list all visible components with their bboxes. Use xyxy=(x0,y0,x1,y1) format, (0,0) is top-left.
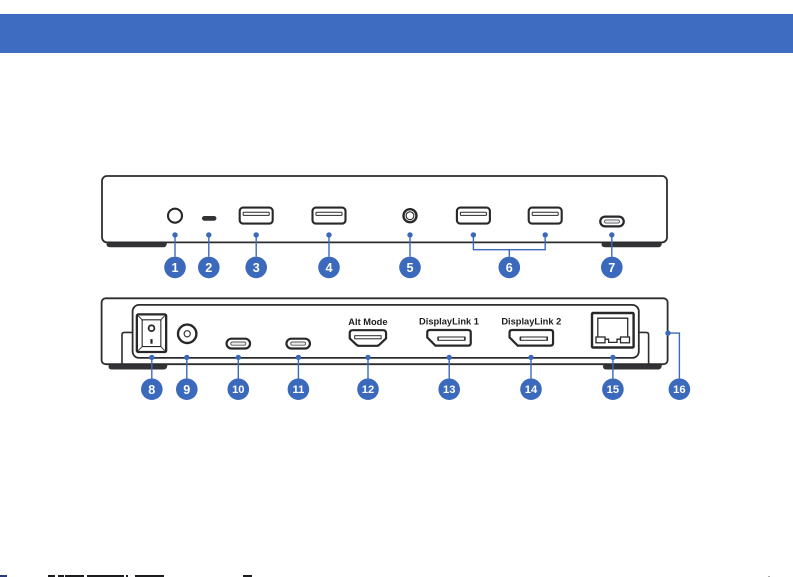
usb-c-port xyxy=(599,215,625,228)
case-ledge xyxy=(638,331,650,365)
callout-number: 16 xyxy=(673,384,685,396)
callout-number: 15 xyxy=(607,384,619,396)
callout-number: 4 xyxy=(325,261,332,275)
displayport-2: DisplayLink 2 xyxy=(501,317,561,347)
callout-13: 13 xyxy=(438,354,461,401)
callout-number: 14 xyxy=(525,384,538,396)
callout-number-badge xyxy=(141,378,163,401)
rubber-foot xyxy=(601,241,662,248)
callout-number: 3 xyxy=(253,261,260,275)
hdmi-port: Alt Mode xyxy=(348,317,388,347)
case-ledge xyxy=(121,331,133,365)
recessed-panel xyxy=(131,303,640,359)
callout-number: 8 xyxy=(148,383,155,397)
callout-number: 11 xyxy=(292,384,304,396)
clipped-text-fragment xyxy=(0,575,7,577)
usb-a-port-4 xyxy=(527,206,563,225)
header-bar xyxy=(0,14,793,53)
callout-bracket xyxy=(472,234,546,257)
callout-5: 5 xyxy=(399,232,421,279)
callout-6: 6 xyxy=(470,232,548,279)
callout-dot xyxy=(610,354,616,361)
callout-10: 10 xyxy=(227,354,250,401)
power-switch xyxy=(135,313,168,354)
callout-number-badge xyxy=(245,256,267,279)
dock-front-view: 1 2 3 4 5 6 7 xyxy=(101,175,668,279)
status-led xyxy=(201,216,217,221)
usb-a-port-2 xyxy=(311,206,347,225)
clipped-text-fragment xyxy=(768,575,770,577)
callout-1: 1 xyxy=(164,232,186,279)
port-label: DisplayLink 2 xyxy=(501,317,561,327)
callout-4: 4 xyxy=(318,232,340,279)
callout-9: 9 xyxy=(176,354,198,401)
callout-elbow xyxy=(668,332,681,379)
dc-power-input xyxy=(176,323,198,345)
callout-14: 14 xyxy=(520,354,542,401)
clipped-text-fragment xyxy=(120,575,125,577)
clipped-text-fragment xyxy=(58,575,64,577)
callout-number: 1 xyxy=(171,261,178,275)
clipped-text-fragment xyxy=(135,575,164,577)
callout-number-badge xyxy=(176,378,198,401)
callout-dot xyxy=(528,354,534,361)
callout-number-badge xyxy=(498,256,521,279)
callout-number: 12 xyxy=(362,384,374,396)
callout-number-badge xyxy=(227,378,250,401)
callout-dot xyxy=(184,354,190,361)
usb-a-port-1 xyxy=(238,206,274,225)
callout-number-badge xyxy=(601,256,623,279)
callout-number-badge xyxy=(318,256,340,279)
clipped-text-fragment xyxy=(87,575,120,577)
clipped-text-fragment xyxy=(47,575,55,577)
callout-number: 2 xyxy=(205,261,212,275)
callout-dot xyxy=(235,354,241,361)
power-button xyxy=(166,207,184,224)
callout-dot xyxy=(149,354,155,361)
device-outline xyxy=(101,175,668,244)
callout-number-badge xyxy=(520,378,542,401)
callout-number-badge xyxy=(287,378,310,401)
callout-dot xyxy=(365,354,371,361)
clipped-text-fragment xyxy=(125,575,129,577)
callout-number-badge xyxy=(164,256,186,279)
callout-dot xyxy=(295,354,302,361)
callout-number-badge xyxy=(668,378,691,401)
rubber-foot xyxy=(603,363,662,370)
port-label: Alt Mode xyxy=(348,317,387,327)
callout-11: 11 xyxy=(287,354,310,401)
usb-c-port-rear-1 xyxy=(225,337,252,350)
callout-number: 7 xyxy=(608,261,615,275)
displayport-1: DisplayLink 1 xyxy=(419,317,479,347)
callout-number-badge xyxy=(399,256,421,279)
callout-7: 7 xyxy=(601,232,623,279)
callout-12: 12 xyxy=(357,354,379,401)
dock-rear-view: Alt Mode DisplayLink 1 DisplayLink 2 8 9 10 11… xyxy=(100,297,691,401)
usb-c-port-rear-2 xyxy=(285,337,312,350)
callout-15: 15 xyxy=(602,354,624,401)
callout-number-badge xyxy=(438,378,461,401)
callout-number-badge xyxy=(198,256,220,279)
rubber-foot xyxy=(106,241,167,248)
clipped-text-fragment xyxy=(243,575,252,577)
callout-number: 5 xyxy=(406,261,413,275)
callout-dot xyxy=(446,354,452,361)
callout-3: 3 xyxy=(245,232,267,279)
ethernet-port xyxy=(590,311,635,349)
callout-8: 8 xyxy=(141,354,163,401)
callout-number: 13 xyxy=(443,384,455,396)
callout-number: 10 xyxy=(232,384,244,396)
callout-number-badge xyxy=(357,378,379,401)
callout-number-badge xyxy=(602,378,624,401)
callout-number: 9 xyxy=(183,383,190,397)
clipped-text-fragment xyxy=(64,575,85,577)
port-label: DisplayLink 1 xyxy=(419,317,479,327)
audio-jack xyxy=(402,207,418,224)
callout-number: 6 xyxy=(506,261,513,275)
usb-a-port-3 xyxy=(455,206,491,225)
callout-2: 2 xyxy=(198,232,220,279)
callout-16: 16 xyxy=(665,330,691,401)
